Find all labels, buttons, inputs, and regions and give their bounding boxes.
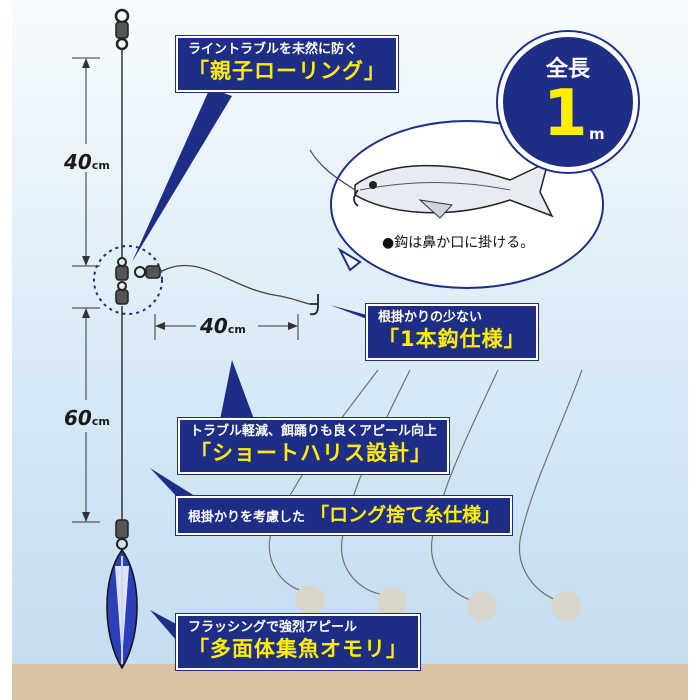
sinker-icon [106,548,138,670]
pointer-swivel [132,88,232,262]
branch-hook-icon [309,294,319,316]
label-long-sute-small: 根掛かりを考慮した [188,510,306,525]
label-single-hook-small: 根掛かりの少ない [378,310,483,325]
dimension-lower: 60cm [64,406,110,430]
fish-icon [309,149,554,219]
pointer-sinker [150,610,180,640]
label-short-harris-small: トラブル軽減、餌踊りも良くアピール向上 [190,424,438,439]
dimension-upper-value: 40 [64,150,92,174]
bottom-swivel-icon [115,519,129,550]
dimension-lower-unit: cm [91,415,110,428]
oyako-swivel-icon [115,257,161,305]
badge-title: 全長 [545,57,590,82]
label-short-harris-big: 「ショートハリス設計」 [190,441,432,466]
badge-unit: m [589,125,605,143]
dimension-upper-lines [72,57,100,267]
label-swivel: ライントラブルを未然に防ぐ 「親子ローリング」 [176,36,398,92]
label-single-hook: 根掛かりの少ない 「1本鈎仕様」 [366,304,538,360]
badge-value: 1 [543,77,588,151]
label-long-sute-big: 「ロング捨て糸仕様」 [310,504,501,526]
label-single-hook-big: 「1本鈎仕様」 [378,327,526,352]
fish-note-text: ●鈎は鼻か口に掛ける。 [382,235,535,251]
pointer-short-harris [220,360,258,430]
seabed-strip [12,664,688,700]
dimension-branch-unit: cm [227,323,246,336]
dimension-branch-value: 40 [200,314,228,338]
dimension-branch: 40cm [200,314,246,338]
label-sinker-big: 「多面体集魚オモリ」 [188,637,408,662]
label-long-sute: 根掛かりを考慮した 「ロング捨て糸仕様」 [176,496,513,535]
dimension-upper-unit: cm [91,159,110,172]
dimension-lower-value: 60 [64,406,92,430]
label-sinker-small: フラッシングで強烈アピール [188,620,358,635]
swivel-highlight-circle [93,245,163,315]
label-sinker: フラッシングで強烈アピール 「多面体集魚オモリ」 [176,614,420,670]
label-swivel-big: 「親子ローリング」 [188,59,386,84]
pointer-long-sute [150,468,198,498]
total-length-badge: 全長 1 m [498,32,638,172]
top-swivel-icon [114,8,130,51]
dimension-lower-lines [72,307,100,523]
label-short-harris: トラブル軽減、餌踊りも良くアピール向上 「ショートハリス設計」 [178,418,450,474]
label-swivel-small: ライントラブルを未然に防ぐ [188,42,358,57]
dimension-branch-lines [154,314,299,340]
dimension-upper: 40cm [64,150,110,174]
branch-line [159,264,311,305]
